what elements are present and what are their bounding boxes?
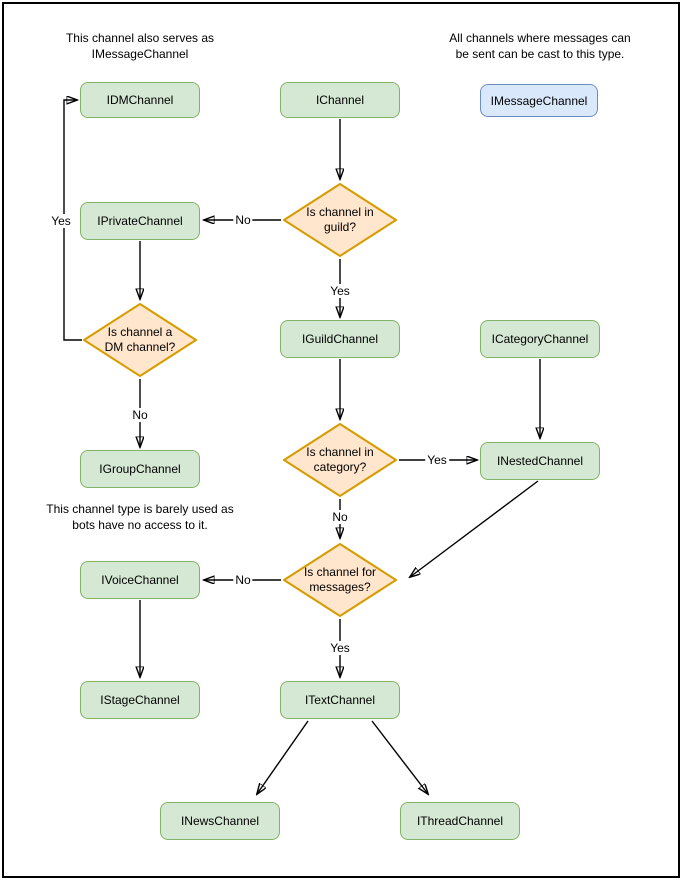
note-line: be sent can be cast to this type. [455, 46, 625, 61]
node-inewschannel: INewsChannel [160, 802, 280, 840]
decision-label: Is channel for messages? [303, 565, 377, 594]
node-iprivatechannel: IPrivateChannel [80, 202, 200, 240]
edge-inestedchannel-to-messages-decision [410, 480, 539, 577]
node-igroupchannel: IGroupChannel [80, 450, 200, 488]
decision-is-channel-a-dm: Is channel a DM channel? [82, 302, 198, 378]
node-label: ITextChannel [304, 693, 376, 707]
edge-label-messages-yes: Yes [328, 641, 352, 655]
node-label: IStageChannel [100, 693, 180, 707]
node-iguildchannel: IGuildChannel [280, 320, 400, 358]
node-label: ICategoryChannel [491, 332, 589, 346]
decision-is-channel-in-guild: Is channel in guild? [282, 182, 398, 258]
node-itextchannel: ITextChannel [280, 681, 400, 719]
edge-label-messages-no: No [233, 573, 253, 587]
node-ichannel: IChannel [280, 82, 400, 118]
note-line: bots have no access to it. [72, 517, 208, 532]
note-line: IMessageChannel [91, 46, 189, 61]
node-ithreadchannel: IThreadChannel [400, 802, 520, 840]
decision-is-channel-for-messages: Is channel for messages? [282, 542, 398, 618]
diamond-shape [283, 543, 397, 617]
node-label: INewsChannel [180, 814, 260, 828]
node-idmchannel: IDMChannel [80, 82, 200, 118]
node-inestedchannel: INestedChannel [480, 442, 600, 480]
diamond-shape [83, 303, 197, 377]
edge-label-category-yes: Yes [425, 453, 449, 467]
node-label: IVoiceChannel [101, 573, 179, 587]
node-label: IPrivateChannel [97, 214, 183, 228]
node-label: IChannel [315, 93, 365, 107]
decision-label: Is channel in category? [306, 445, 374, 474]
edge-label-dm-no: No [130, 408, 150, 422]
edge-itextchannel-to-inewschannel [257, 720, 309, 794]
node-label: IThreadChannel [416, 814, 504, 828]
node-label: IGroupChannel [99, 462, 181, 476]
node-ivoicechannel: IVoiceChannel [80, 561, 200, 599]
decision-is-channel-in-category: Is channel in category? [282, 422, 398, 498]
decision-label: Is channel a DM channel? [104, 325, 176, 354]
edge-label-guild-no: No [233, 213, 253, 227]
edge-label-guild-yes: Yes [328, 284, 352, 298]
node-label: IDMChannel [106, 93, 174, 107]
diamond-shape [283, 183, 397, 257]
edge-label-category-no: No [330, 510, 350, 524]
note-line: This channel also serves as [65, 31, 215, 45]
node-istagechannel: IStageChannel [80, 681, 200, 719]
node-label: INestedChannel [496, 454, 584, 468]
edge-itextchannel-to-ithreadchannel [371, 720, 428, 794]
note-dm-channel: This channel also serves as IMessageChan… [20, 31, 260, 62]
node-icategorychannel: ICategoryChannel [480, 320, 600, 358]
diamond-shape [283, 423, 397, 497]
note-group-channel: This channel type is barely used as bots… [10, 502, 270, 533]
note-line: All channels where messages can [449, 31, 631, 45]
edge-label-dm-yes: Yes [49, 214, 73, 228]
node-imessagechannel: IMessageChannel [480, 84, 598, 117]
note-line: This channel type is barely used as [46, 502, 234, 516]
note-message-channel: All channels where messages can be sent … [400, 31, 680, 62]
node-label: IGuildChannel [301, 332, 379, 346]
node-label: IMessageChannel [490, 93, 588, 108]
decision-label: Is channel in guild? [306, 205, 374, 234]
